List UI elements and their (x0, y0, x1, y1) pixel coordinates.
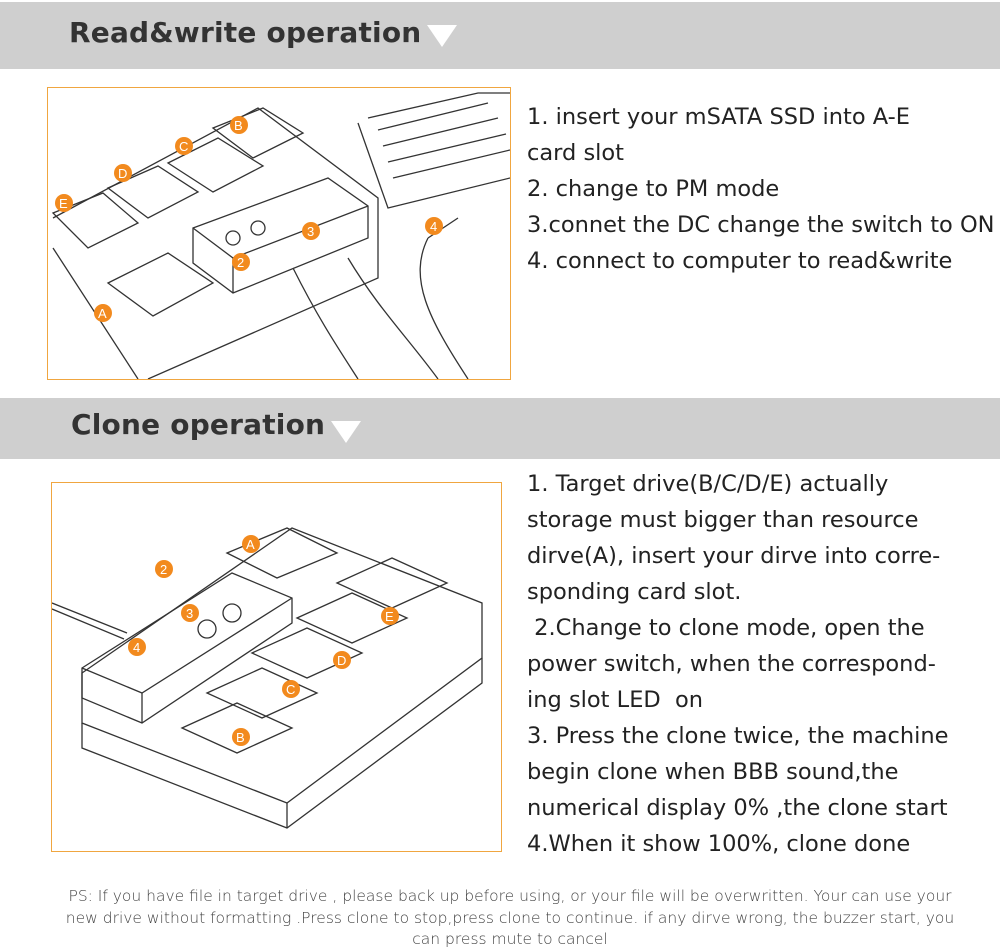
readwrite-illustration: B C D E A 2 3 4 (47, 87, 511, 380)
marker-d: D (337, 653, 346, 668)
ps-line: can press mute to cancel (412, 930, 608, 948)
step-text: ing slot LED on (527, 687, 704, 713)
markers: A 2 3 4 E D C B (128, 535, 399, 746)
chevron-down-icon (427, 25, 457, 47)
step-text: power switch, when the correspond- (527, 651, 936, 677)
step-text: dirve(A), insert your dirve into corre- (527, 543, 941, 569)
marker-e: E (59, 196, 68, 211)
step-text: 3.connet the DC change the switch to ON (527, 212, 995, 238)
marker-2: 2 (237, 255, 244, 270)
marker-4: 4 (430, 219, 437, 234)
step-text: 1. insert your mSATA SSD into A-E (527, 104, 910, 130)
marker-4: 4 (133, 640, 140, 655)
clone-illustration: A 2 3 4 E D C B (51, 482, 502, 852)
marker-2: 2 (160, 562, 167, 577)
marker-d: D (118, 166, 127, 181)
ps-line: new drive without formatting .Press clon… (65, 908, 955, 927)
step-text: card slot (527, 140, 625, 166)
clone-steps: 1. Target drive(B/C/D/E) actually storag… (527, 466, 948, 862)
clone-device-drawing: A 2 3 4 E D C B (52, 527, 483, 829)
ps-line: PS: If you have file in target drive , p… (68, 887, 952, 905)
step-text: 4. connect to computer to read&write (527, 248, 953, 274)
step-text: storage must bigger than resource (527, 507, 919, 533)
marker-a: A (246, 537, 255, 552)
marker-c: C (179, 139, 188, 154)
ps-note: PS: If you have file in target drive , p… (40, 886, 980, 951)
step-text: numerical display 0% ,the clone start (527, 795, 948, 821)
step-text: sponding card slot. (527, 579, 742, 605)
marker-b: B (234, 118, 243, 133)
step-text: 2. change to PM mode (527, 176, 780, 202)
readwrite-steps: 1. insert your mSATA SSD into A-E card s… (527, 99, 995, 279)
marker-c: C (286, 682, 295, 697)
step-text: 2.Change to clone mode, open the (527, 615, 925, 641)
section-header-clone (0, 398, 1000, 459)
marker-3: 3 (186, 606, 193, 621)
marker-a: A (98, 306, 107, 321)
step-text: 1. Target drive(B/C/D/E) actually (527, 471, 889, 497)
markers: B C D E A 2 3 4 (55, 116, 443, 322)
step-text: 3. Press the clone twice, the machine (527, 723, 949, 749)
marker-e: E (385, 609, 394, 624)
step-text: begin clone when BBB sound,the (527, 759, 899, 785)
chevron-down-icon (331, 421, 361, 443)
section-title-clone: Clone operation (71, 408, 326, 441)
step-text: 4.When it show 100%, clone done (527, 831, 911, 857)
duplicator-device-drawing: B C D E A 2 3 4 (51, 92, 510, 379)
section-header-readwrite (0, 2, 1000, 69)
section-title-readwrite: Read&write operation (69, 16, 422, 49)
marker-b: B (236, 730, 245, 745)
marker-3: 3 (307, 224, 314, 239)
